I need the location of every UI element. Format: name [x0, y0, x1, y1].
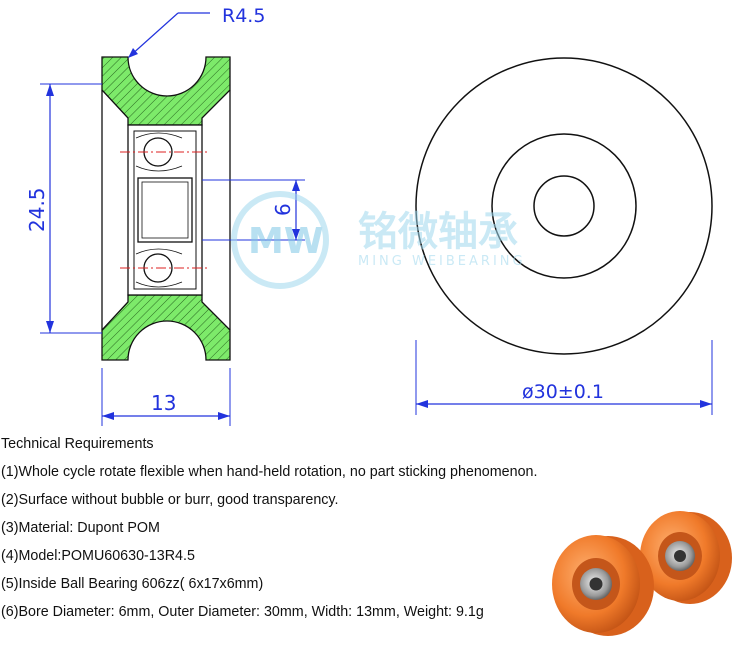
requirement-item-3: (3)Material: Dupont POM: [1, 520, 160, 536]
watermark-chinese: 铭微轴承: [358, 209, 518, 255]
watermark: MW 铭微轴承 MING WEIBEARING: [231, 191, 526, 289]
watermark-logo-letters: MW: [248, 221, 324, 262]
requirement-item-5: (5)Inside Ball Bearing 606zz( 6x17x6mm): [1, 576, 264, 592]
product-photo: [540, 500, 745, 646]
bore-circle: [533, 175, 595, 237]
watermark-english: MING WEIBEARING: [358, 254, 526, 269]
cross-section-view: [101, 56, 231, 361]
watermark-logo-ring: [231, 191, 329, 289]
requirement-item-6: (6)Bore Diameter: 6mm, Outer Diameter: 3…: [1, 604, 484, 620]
outer-circle: [415, 57, 713, 355]
requirements-heading: Technical Requirements: [1, 436, 154, 452]
dim-groove-radius: R4.5: [222, 5, 265, 27]
requirement-item-4: (4)Model:POMU60630-13R4.5: [1, 548, 195, 564]
dim-bore: 6: [271, 203, 295, 216]
section-bottom: [101, 294, 231, 361]
requirement-item-2: (2)Surface without bubble or burr, good …: [1, 492, 339, 508]
requirement-item-1: (1)Whole cycle rotate flexible when hand…: [1, 464, 538, 480]
section-dimensions: [40, 12, 713, 426]
dim-outer-diameter: ø30±0.1: [522, 381, 604, 403]
section-top: [101, 56, 231, 126]
dim-width: 13: [151, 391, 176, 415]
technical-drawing: R4.5 24.5 6 13 ø30±0.1 MW 铭微轴承 MING WEIB…: [25, 5, 713, 426]
middle-circle: [491, 133, 637, 279]
wheel-back: [640, 511, 732, 604]
wheel-front: [552, 535, 654, 636]
dim-height: 24.5: [25, 187, 49, 232]
front-view: [415, 57, 713, 355]
technical-requirements: Technical Requirements (1)Whole cycle ro…: [1, 430, 546, 626]
